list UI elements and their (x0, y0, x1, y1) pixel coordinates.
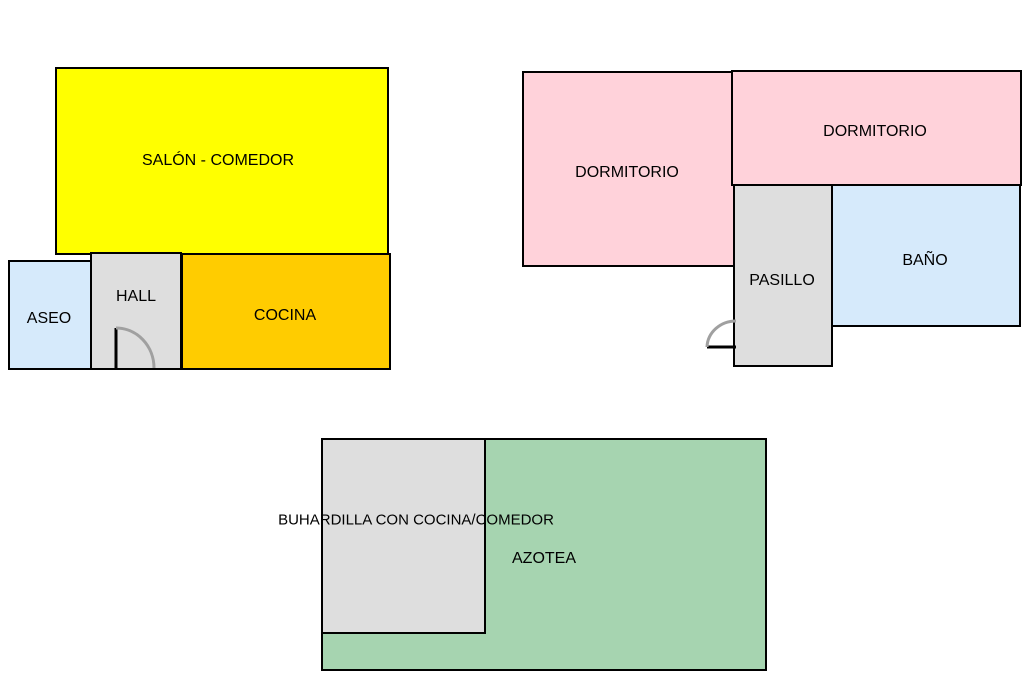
bedroom-right-label: DORMITORIO (823, 123, 927, 140)
room-kitchen (181, 253, 391, 370)
attic-label: BUHARDILLA CON COCINA/COMEDOR (278, 511, 554, 529)
corridor-label: PASILLO (749, 272, 815, 289)
kitchen-label: COCINA (253, 307, 317, 324)
room-bedroom-right (731, 70, 1022, 186)
room-hall (90, 252, 182, 370)
bedroom-left-label: DORMITORIO (575, 164, 679, 181)
room-attic (321, 438, 486, 634)
room-toilet (8, 260, 92, 370)
room-bedroom-left (522, 71, 735, 267)
hall-label: HALL (115, 288, 157, 305)
bathroom-label: BAÑO (902, 252, 948, 269)
room-living-dining (55, 67, 389, 255)
living-dining-label: SALÓN - COMEDOR (141, 152, 295, 169)
toilet-label: ASEO (26, 310, 72, 327)
roof-terrace-label: AZOTEA (511, 550, 577, 567)
room-corridor (733, 184, 833, 367)
room-bathroom (831, 184, 1021, 327)
